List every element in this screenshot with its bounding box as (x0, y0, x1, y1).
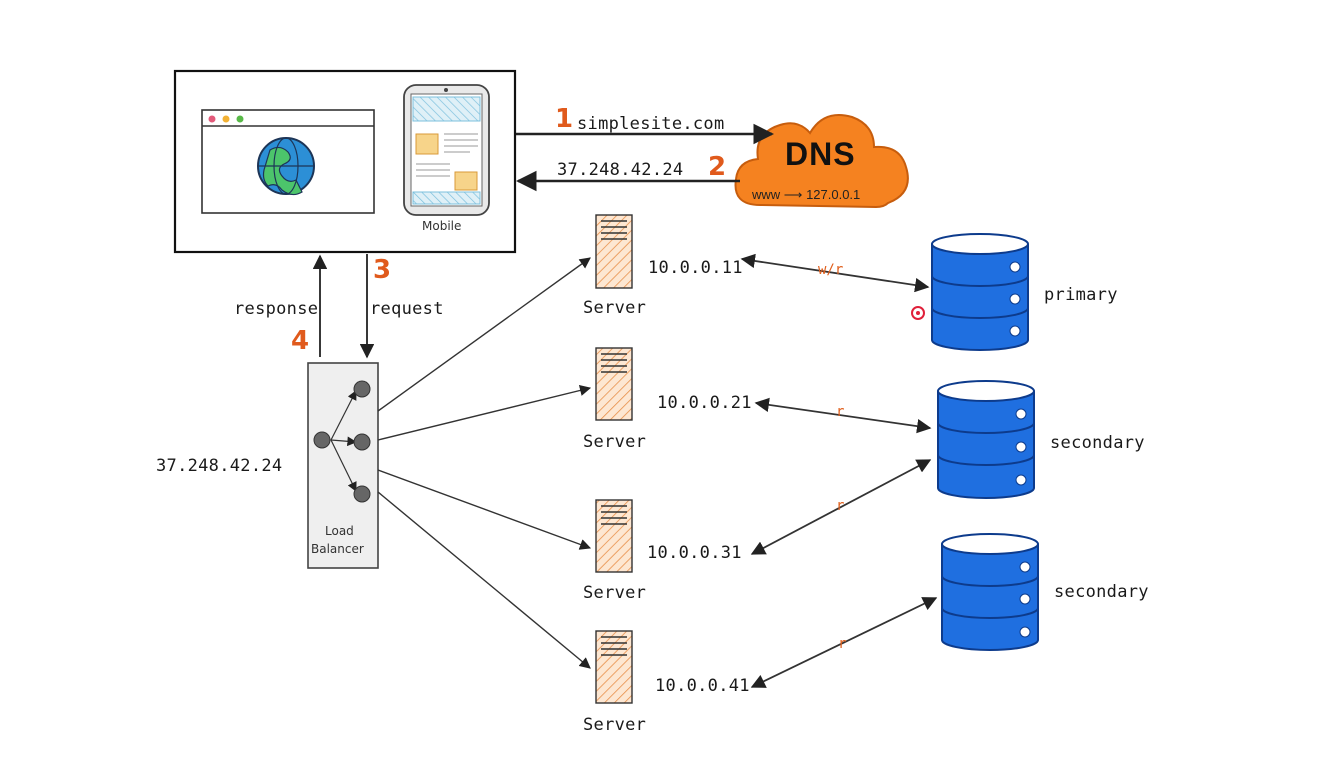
server-3 (595, 499, 633, 573)
server-1 (595, 214, 633, 289)
server-4 (595, 630, 633, 704)
server-3-label: Server (583, 583, 647, 603)
db-links (740, 253, 938, 688)
dns-title: DNS (785, 136, 856, 172)
step-1-label: simplesite.com (577, 114, 725, 134)
server-2-ip: 10.0.0.21 (657, 393, 752, 413)
mobile-device (403, 84, 490, 216)
step-4-label: response (234, 299, 319, 319)
load-balancer-label-line2: Balancer (311, 542, 364, 556)
dns-record-host: www (752, 187, 781, 202)
step-1-number: 1 (555, 104, 574, 134)
browser-minimize-dot (222, 115, 230, 123)
server-4-label: Server (583, 715, 647, 735)
database-secondary-1 (937, 380, 1035, 499)
server-1-label: Server (583, 298, 647, 318)
step-3-number: 3 (373, 255, 392, 285)
server-1-ip: 10.0.0.11 (648, 258, 743, 278)
browser-maximize-dot (236, 115, 244, 123)
dns-record-ip: 127.0.0.1 (806, 187, 861, 202)
lb-server-links (377, 257, 592, 669)
cursor-indicator (911, 306, 925, 320)
load-balancer (307, 362, 379, 569)
db-link-1-label: w/r (818, 262, 844, 278)
db-link-4-label: r (838, 636, 847, 652)
server-4-ip: 10.0.0.41 (655, 676, 750, 696)
database-primary (931, 233, 1029, 351)
server-2-label: Server (583, 432, 647, 452)
step-2-label: 37.248.42.24 (557, 160, 684, 180)
flow-arrows (312, 123, 775, 359)
dns-cloud (734, 114, 909, 209)
database-primary-label: primary (1044, 285, 1118, 305)
load-balancer-label-line1: Load (325, 524, 354, 538)
dns-record-arrow-icon: ⟶ (783, 187, 803, 202)
globe-icon (257, 137, 315, 196)
mobile-label: Mobile (422, 219, 462, 233)
database-secondary-2 (941, 533, 1039, 651)
database-secondary-1-label: secondary (1050, 433, 1145, 453)
server-2 (595, 347, 633, 421)
step-3-label: request (370, 299, 444, 319)
step-2-number: 2 (708, 152, 727, 182)
load-balancer-ip: 37.248.42.24 (156, 456, 283, 476)
db-link-2-label: r (836, 404, 845, 420)
database-secondary-2-label: secondary (1054, 582, 1149, 602)
db-link-3-label: r (836, 498, 845, 514)
browser-close-dot (208, 115, 216, 123)
dns-record: www ⟶ 127.0.0.1 (752, 187, 860, 203)
step-4-number: 4 (291, 326, 310, 356)
server-3-ip: 10.0.0.31 (647, 543, 742, 563)
